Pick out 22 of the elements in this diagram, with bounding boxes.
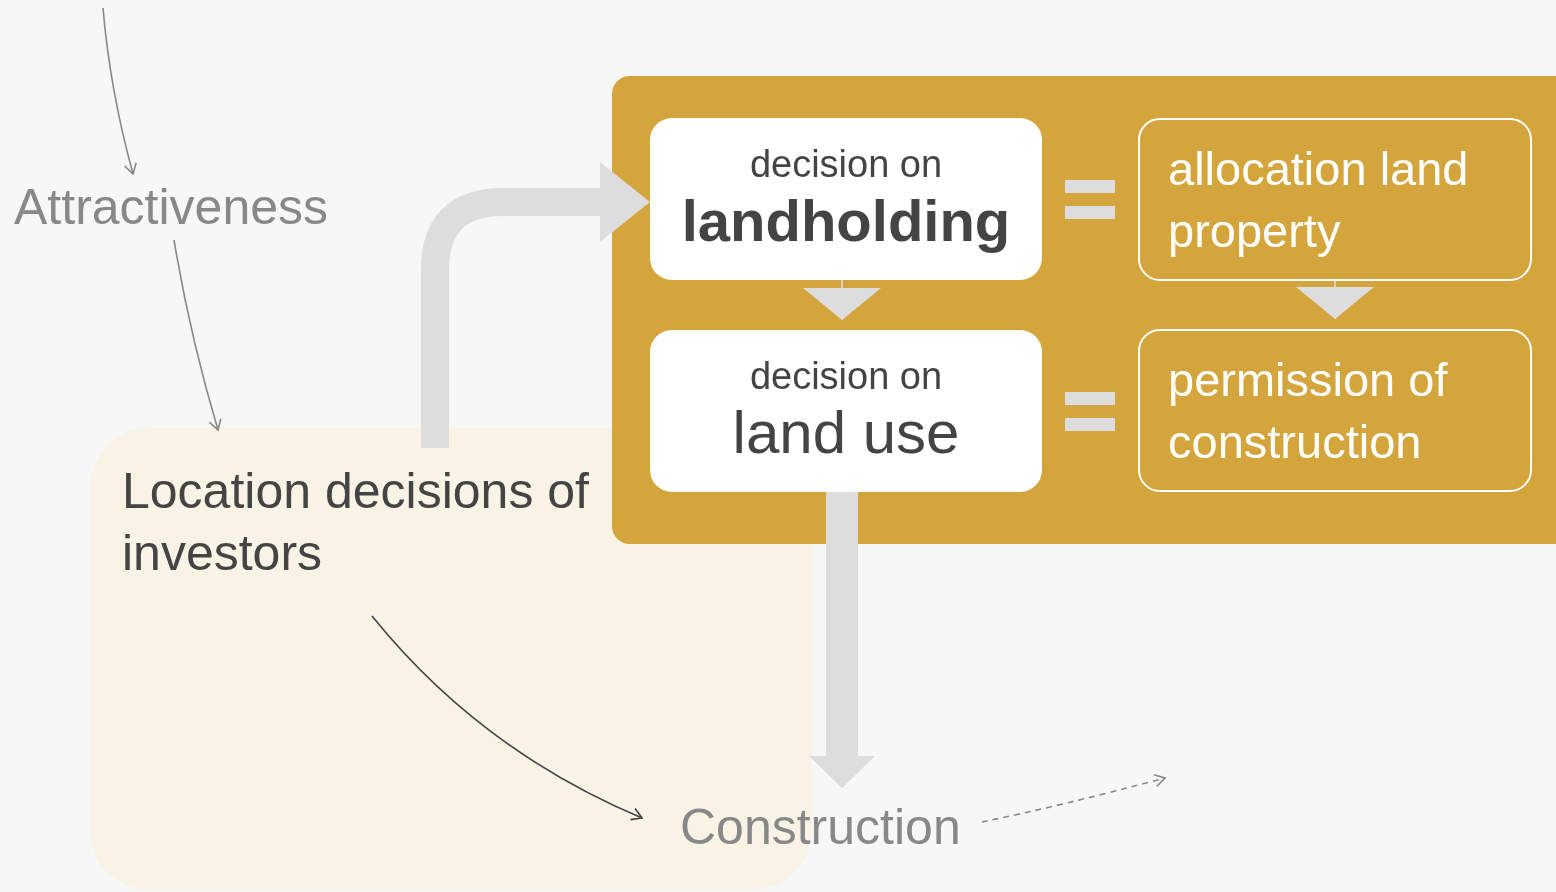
outlined-box <box>1138 329 1532 492</box>
concept-label: Construction <box>680 796 980 858</box>
decision-box <box>650 118 1042 280</box>
arrow <box>371 615 643 821</box>
decision-title: land use <box>732 398 960 468</box>
block-arrow <box>809 492 875 788</box>
node-text: allocation land property <box>1168 140 1470 259</box>
outlined-box <box>1138 118 1532 281</box>
arrow <box>803 279 881 321</box>
arrow <box>981 773 1166 823</box>
arrow <box>102 7 138 175</box>
node-text: Location decisions of investors <box>122 462 590 583</box>
node-text: permission of construction <box>1168 351 1449 470</box>
node-text: decision on <box>749 142 943 186</box>
arrow <box>173 239 222 431</box>
concept-label: Attractiveness <box>14 176 354 238</box>
arrow <box>1296 280 1374 320</box>
block-arrow <box>421 162 650 448</box>
decision-title: landholding <box>681 187 1011 255</box>
planning-panel <box>612 76 1556 544</box>
decision-box <box>650 330 1042 492</box>
node-text: decision on <box>749 354 943 398</box>
